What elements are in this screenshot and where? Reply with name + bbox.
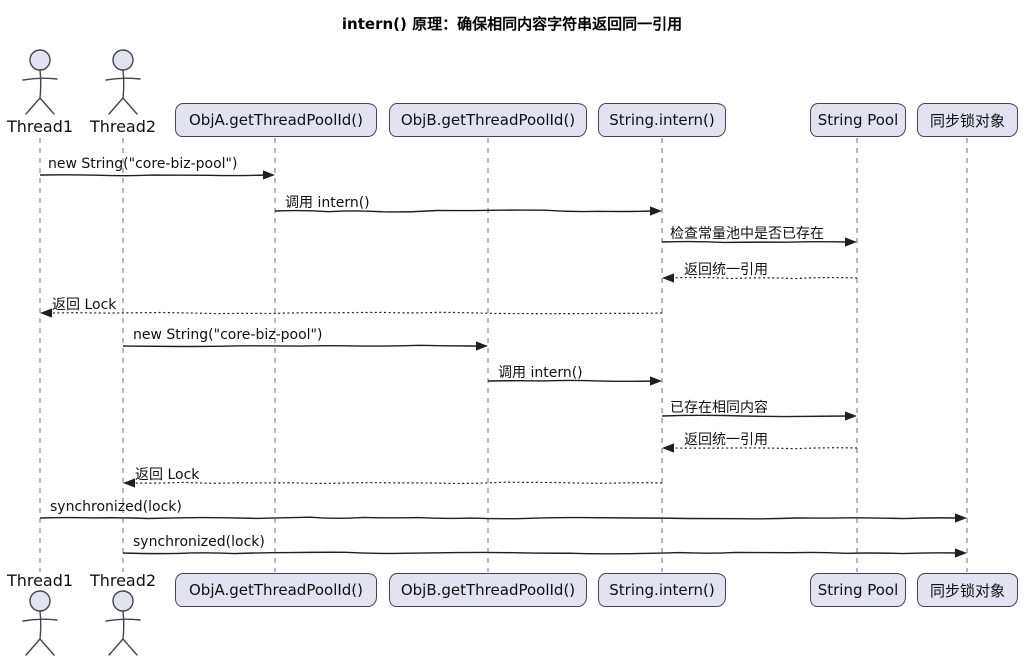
- diagram-title: intern() 原理：确保相同内容字符串返回同一引用: [341, 15, 683, 33]
- participant-box-obja-top: ObjA.getThreadPoolId(): [175, 103, 377, 137]
- message-label-6: new String("core-biz-pool"): [133, 327, 323, 343]
- message-arrow-6: [122, 341, 488, 351]
- participant-box-string-intern-top: String.intern(): [598, 103, 726, 137]
- message-arrow-4: [662, 273, 858, 283]
- actor-figure-thread1-top: [22, 49, 58, 115]
- message-label-2: 调用 intern(): [285, 195, 370, 211]
- message-arrow-3: [661, 237, 857, 247]
- message-arrow-9: [662, 443, 858, 453]
- message-arrow-11: [39, 513, 967, 523]
- message-arrow-2: [274, 206, 662, 216]
- message-arrow-7: [487, 376, 662, 386]
- participant-box-string-pool-top: String Pool: [810, 103, 906, 137]
- actor-figure-thread1-bottom: [22, 590, 58, 656]
- participant-box-sync-lock-top: 同步锁对象: [917, 103, 1018, 137]
- message-label-5: 返回 Lock: [52, 297, 117, 313]
- message-label-1: new String("core-biz-pool"): [48, 156, 238, 172]
- actor-label-thread1-top: Thread1: [6, 117, 74, 136]
- message-label-8: 已存在相同内容: [670, 400, 768, 416]
- actor-label-thread2-bottom: Thread2: [89, 571, 157, 590]
- message-arrow-5: [40, 308, 663, 318]
- participant-box-sync-lock-bottom: 同步锁对象: [917, 573, 1018, 607]
- message-label-12: synchronized(lock): [133, 534, 265, 550]
- actor-label-thread2-top: Thread2: [89, 117, 157, 136]
- actor-label-thread1-bottom: Thread1: [6, 571, 74, 590]
- participant-box-obja-bottom: ObjA.getThreadPoolId(): [175, 573, 377, 607]
- participant-box-string-intern-bottom: String.intern(): [598, 573, 726, 607]
- participant-box-string-pool-bottom: String Pool: [810, 573, 906, 607]
- message-label-10: 返回 Lock: [135, 467, 200, 483]
- actor-figure-thread2-top: [105, 49, 141, 115]
- message-arrow-10: [123, 478, 663, 488]
- actor-figure-thread2-bottom: [105, 590, 141, 656]
- message-arrow-1: [39, 170, 275, 180]
- message-label-4: 返回统一引用: [684, 262, 768, 278]
- message-label-7: 调用 intern(): [498, 365, 583, 381]
- participant-box-objb-bottom: ObjB.getThreadPoolId(): [389, 573, 587, 607]
- message-label-9: 返回统一引用: [684, 432, 768, 448]
- message-label-11: synchronized(lock): [50, 499, 182, 515]
- participant-box-objb-top: ObjB.getThreadPoolId(): [389, 103, 587, 137]
- message-label-3: 检查常量池中是否已存在: [670, 226, 824, 242]
- message-arrow-8: [661, 411, 857, 421]
- message-arrow-12: [122, 548, 967, 558]
